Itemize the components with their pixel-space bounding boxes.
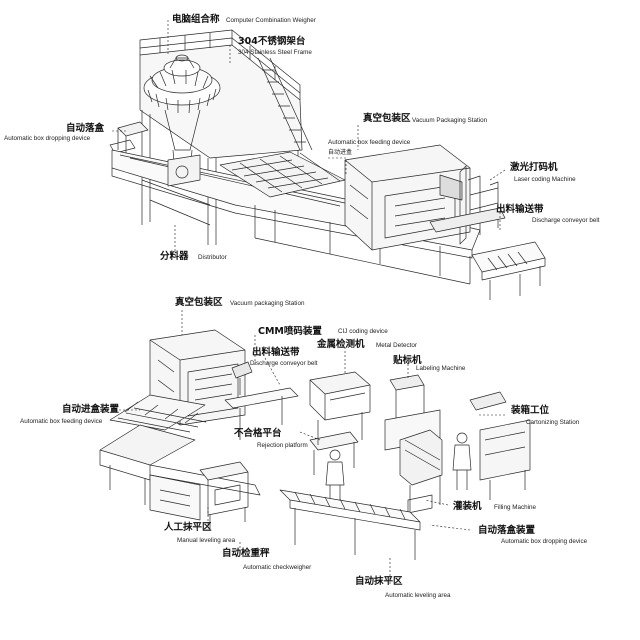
bottom-checkweigher: [199, 461, 249, 530]
bottom-line-drawing: [99, 329, 531, 560]
worker-figure-1: [325, 449, 345, 502]
label-top-discharge-en: Discharge conveyor belt: [532, 217, 600, 224]
bottom-metal-detector: [309, 371, 371, 445]
label-top-auto-drop-zh: 自动落盒: [66, 123, 105, 134]
label-distributor-zh: 分料器: [160, 251, 189, 262]
label-bottom-auto-drop-en: Automatic box dropping device: [501, 538, 588, 545]
label-auto-level-en: Automatic leveling area: [385, 592, 451, 599]
bottom-cij-coder: [231, 361, 253, 395]
label-frame-zh: 304不锈钢架台: [238, 36, 306, 47]
worker-figure-2: [452, 432, 472, 490]
top-laser-coder: [429, 165, 506, 245]
top-distributor: [167, 154, 201, 187]
label-bottom-auto-drop-zh: 自动落盒装置: [478, 525, 536, 536]
label-top-auto-feed-zh: 自动进盒: [328, 150, 353, 156]
label-cij-en: CIJ coding device: [338, 328, 388, 335]
combination-weigher: [143, 54, 221, 176]
label-bottom-auto-feed-en: Automatic box feeding device: [20, 418, 103, 425]
label-distributor-en: Distributor: [198, 254, 227, 261]
label-labeling-en: Labeling Machine: [416, 365, 466, 372]
label-filling-en: Filling Machine: [494, 504, 536, 511]
top-auto-drop-device: [109, 121, 149, 158]
top-vacuum-station: [344, 144, 471, 251]
bottom-manual-level-area: [149, 474, 201, 521]
label-top-vacuum-zh: 真空包装区: [363, 113, 411, 124]
label-cij-zh: CMM喷码装置: [258, 326, 322, 337]
label-metal-zh: 金属检测机: [317, 339, 365, 350]
label-weigher-en: Computer Combination Weigher: [226, 17, 316, 24]
bottom-discharge-conveyor: [224, 387, 299, 440]
top-discharge-conveyor: [471, 241, 546, 300]
label-carton-en: Cartonizing Station: [526, 419, 580, 426]
label-manual-zh: 人工抹平区: [164, 522, 212, 533]
label-top-vacuum-en: Vacuum Packaging Station: [412, 117, 488, 124]
label-checkweigher-zh: 自动检重秤: [222, 548, 270, 559]
label-carton-zh: 装箱工位: [511, 405, 550, 416]
label-top-discharge-zh: 出料输送带: [496, 204, 544, 215]
label-top-auto-feed-en: Automatic box feeding device: [328, 139, 411, 146]
label-manual-en: Manual leveling area: [177, 537, 236, 544]
label-laser-en: Laser coding Machine: [514, 176, 576, 183]
label-top-auto-drop-en: Automatic box dropping device: [4, 135, 91, 142]
label-bottom-discharge-en: Discharge conveyor belt: [250, 360, 318, 367]
bottom-main-conveyor: [279, 489, 421, 560]
top-line-drawing: [109, 29, 546, 300]
label-checkweigher-en: Automatic checkweigher: [243, 564, 312, 571]
leader-lines: [112, 20, 506, 584]
label-bottom-vacuum-en: Vacuum packaging Station: [230, 300, 305, 307]
bottom-feeding-conveyor: [99, 394, 261, 505]
label-bottom-discharge-zh: 出料输送带: [252, 347, 300, 358]
label-frame-en: 304 Stainless Steel Frame: [238, 49, 312, 56]
bottom-carton-station: [469, 391, 531, 500]
label-reject-en: Rejection platform: [257, 442, 308, 449]
label-metal-en: Metal Detector: [376, 342, 417, 349]
label-labeling-zh: 贴标机: [393, 355, 422, 366]
label-auto-level-zh: 自动抹平区: [355, 576, 403, 587]
label-bottom-vacuum-zh: 真空包装区: [175, 297, 223, 308]
label-bottom-auto-feed-zh: 自动进盒装置: [62, 404, 120, 415]
bottom-reject-platform: [309, 431, 359, 475]
label-filling-zh: 灌装机: [453, 501, 482, 512]
label-laser-zh: 激光打码机: [510, 162, 558, 173]
bottom-filling-machine: [399, 429, 443, 515]
label-weigher-zh: 电脑组合称: [172, 14, 220, 25]
label-reject-zh: 不合格平台: [234, 428, 282, 439]
